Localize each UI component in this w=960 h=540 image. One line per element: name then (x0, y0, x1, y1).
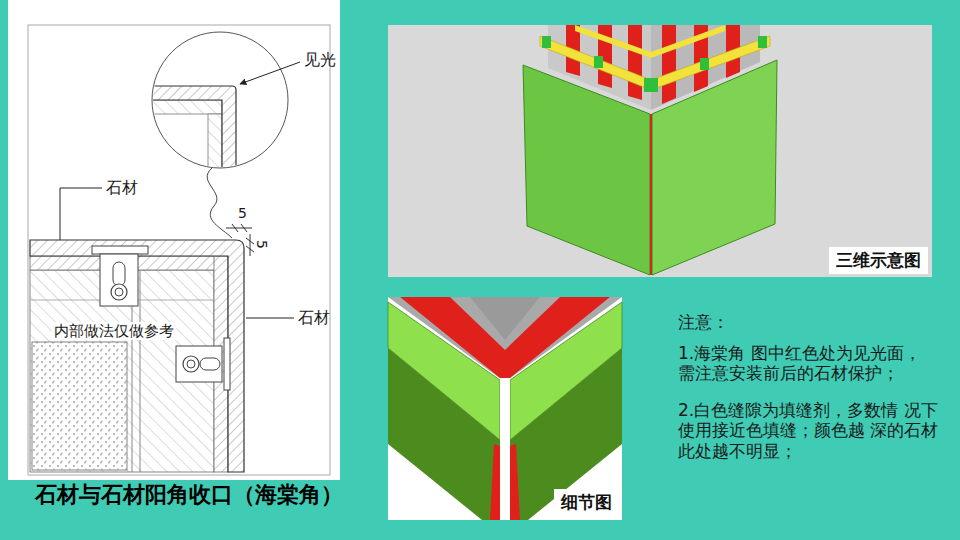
callout-label: 见光 (304, 50, 336, 69)
frame (28, 25, 330, 475)
detail-view (388, 297, 622, 520)
view-label: 细节图 (561, 492, 612, 512)
3d-view (388, 25, 932, 277)
drawing-panel (8, 0, 340, 480)
view-label-box: 细节图 (554, 489, 619, 516)
note-text: 1.海棠角 图中红色处为见光面， 需注意安装前后的石材保护； (678, 343, 940, 384)
material-label: 石材 (106, 178, 138, 197)
slide-title: 石材与石材阳角收口（海棠角） (35, 482, 343, 508)
note-text: 2.白色缝隙为填缝剂，多数情 况下使用接近色填缝；颜色越 深的石材此处越不明显； (678, 400, 940, 461)
dimension-number: 5 (253, 240, 270, 249)
dimension-number: 5 (238, 205, 247, 222)
note-label: 内部做法仅做参考 (52, 322, 176, 340)
note-heading: 注意： (678, 312, 729, 332)
view-label-box: 三维示意图 (829, 247, 928, 274)
leaders (60, 62, 300, 318)
view-label: 三维示意图 (836, 250, 921, 270)
cad-section (30, 240, 244, 472)
material-label: 石材 (298, 308, 330, 327)
detail-circle (140, 32, 288, 184)
